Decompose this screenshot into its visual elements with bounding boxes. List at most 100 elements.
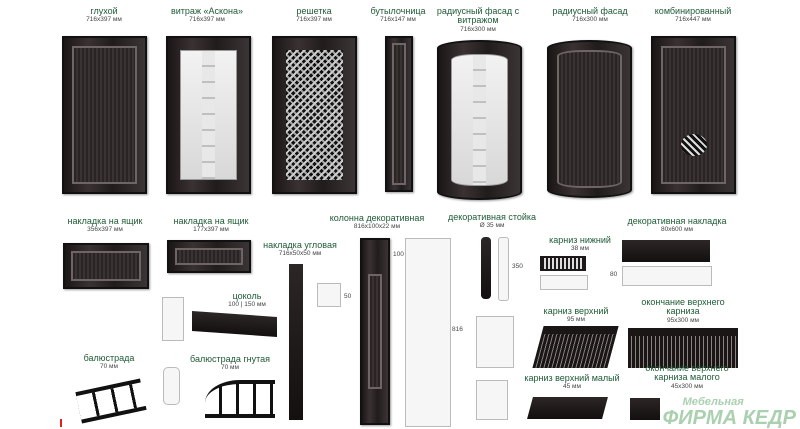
item-size: 38 мм <box>571 245 589 253</box>
item-title: радиусный фасад <box>552 6 628 16</box>
item-title: накладка угловая <box>263 240 337 250</box>
item-size: 70 мм <box>221 364 239 372</box>
karniz-nizhny-drawing <box>540 275 588 290</box>
door-radius[interactable] <box>547 40 632 198</box>
nakladka-uglovaya[interactable] <box>289 264 303 420</box>
karniz-maly-drawing <box>476 380 508 420</box>
dim-label: 100 <box>393 251 404 258</box>
kolonna[interactable] <box>360 238 390 425</box>
item-size: 45 мм <box>563 383 581 391</box>
item-size: 70 мм <box>100 363 118 371</box>
balyustrada-gnutaya[interactable] <box>205 380 275 418</box>
okonchanie-karniza[interactable] <box>628 328 738 368</box>
dekor-nakladka-drawing <box>622 266 712 286</box>
dim-label: 816 <box>452 326 463 333</box>
item-title: витраж «Аскона» <box>171 6 243 16</box>
door-gluhoy[interactable] <box>62 36 147 194</box>
tsokol-drawing <box>162 297 184 341</box>
item-title: колонна декоративная <box>329 213 425 223</box>
okonchanie-malogo[interactable] <box>630 398 660 420</box>
nakladka-356[interactable] <box>63 243 149 289</box>
label-vitrazh: витраж «Аскона»716x397 мм <box>171 6 243 24</box>
item-title: окончание верхнего карниза малого <box>645 363 729 383</box>
item-title: решетка <box>296 6 332 16</box>
grille-icon <box>681 134 707 156</box>
karniz-verhny[interactable] <box>532 326 619 368</box>
item-title: балюстрада <box>83 353 135 363</box>
uglovaya-drawing <box>317 283 341 307</box>
item-title: карниз верхний малый <box>524 373 620 383</box>
stoyka-drawing <box>498 237 509 301</box>
item-title: бутылочница <box>370 6 426 16</box>
tsokol[interactable] <box>192 311 277 337</box>
door-kombinirovanny[interactable] <box>651 36 736 194</box>
item-title: карниз нижний <box>549 235 611 245</box>
item-title: глухой <box>90 6 118 16</box>
balyustrada[interactable] <box>75 378 147 424</box>
item-title: окончание верхнего карниза <box>641 297 725 317</box>
karniz-maly[interactable] <box>527 397 608 419</box>
item-size: 45x300 мм <box>670 382 704 390</box>
item-size: 177x397 мм <box>193 226 229 234</box>
balyasina-drawing <box>163 367 180 405</box>
door-radius-vitrazh[interactable] <box>437 40 522 200</box>
item-size: 95 мм <box>567 316 585 324</box>
item-title: карниз верхний <box>543 306 609 316</box>
red-mark <box>60 419 62 427</box>
item-size: 716x397 мм <box>189 16 225 24</box>
item-size: 716x300 мм <box>460 25 496 33</box>
kolonna-drawing <box>405 238 451 427</box>
karniz-verhny-drawing <box>476 316 514 368</box>
item-title: балюстрада гнутая <box>190 354 270 364</box>
dim-label: 80 <box>610 271 618 278</box>
dim-label: 50 <box>344 293 352 300</box>
item-size: 95x300 мм <box>666 316 700 324</box>
item-title: декоративная стойка <box>447 212 537 222</box>
dekor-nakladka[interactable] <box>622 240 710 262</box>
item-size: 716x397 мм <box>296 16 332 24</box>
item-title: накладка на ящик <box>173 216 249 226</box>
item-size: 80x600 мм <box>660 226 694 234</box>
karniz-nizhny[interactable] <box>540 256 586 271</box>
dim-label: 350 <box>512 263 523 270</box>
item-size: 716x300 мм <box>572 16 608 24</box>
item-size: 356x397 мм <box>87 226 123 234</box>
item-title: накладка на ящик <box>67 216 143 226</box>
door-reshetka[interactable] <box>272 36 357 194</box>
door-butylochnitsa[interactable] <box>385 36 413 192</box>
door-vitrazh[interactable] <box>166 36 251 194</box>
item-title: радиусный фасад с витражом <box>436 6 520 26</box>
item-size: 716x147 мм <box>380 16 416 24</box>
nakladka-177[interactable] <box>167 240 251 273</box>
item-size: 816x100x22 мм <box>353 223 401 231</box>
item-size: 100 | 150 мм <box>228 301 266 309</box>
item-size: 716x447 мм <box>675 16 711 24</box>
item-title: декоративная накладка <box>627 216 727 226</box>
item-size: 716x397 мм <box>86 16 122 24</box>
stoyka[interactable] <box>481 237 491 299</box>
item-size: Ø 35 мм <box>479 222 505 230</box>
item-size: 716x50x50 мм <box>278 250 322 258</box>
